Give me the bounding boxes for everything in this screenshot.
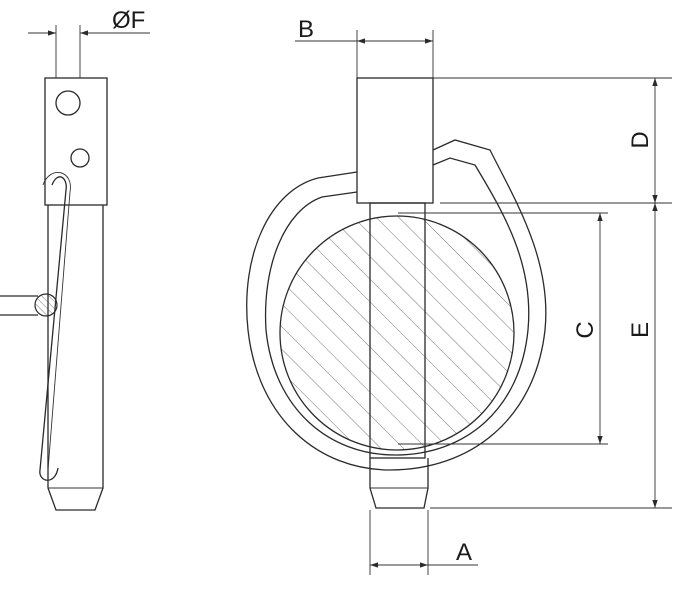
pin-tip (369, 458, 429, 509)
side-ring-wire (39, 176, 67, 481)
front-view: B D E C A (246, 16, 672, 575)
label-b: B (298, 16, 314, 43)
side-pin-body (47, 205, 104, 511)
side-view: ØF (0, 7, 150, 511)
label-c: C (572, 321, 599, 338)
side-small-hole (70, 148, 90, 168)
ring-inner (264, 157, 530, 456)
label-e: E (627, 322, 654, 338)
ring-cross-section (34, 293, 58, 317)
shaft-section (279, 215, 515, 451)
side-head-block (44, 77, 108, 206)
pin-head (356, 77, 434, 204)
label-d: D (627, 131, 654, 148)
label-diameter-f: ØF (112, 7, 145, 34)
ring-outer (246, 139, 547, 471)
label-a: A (456, 539, 472, 566)
side-pin-hole (55, 90, 81, 116)
